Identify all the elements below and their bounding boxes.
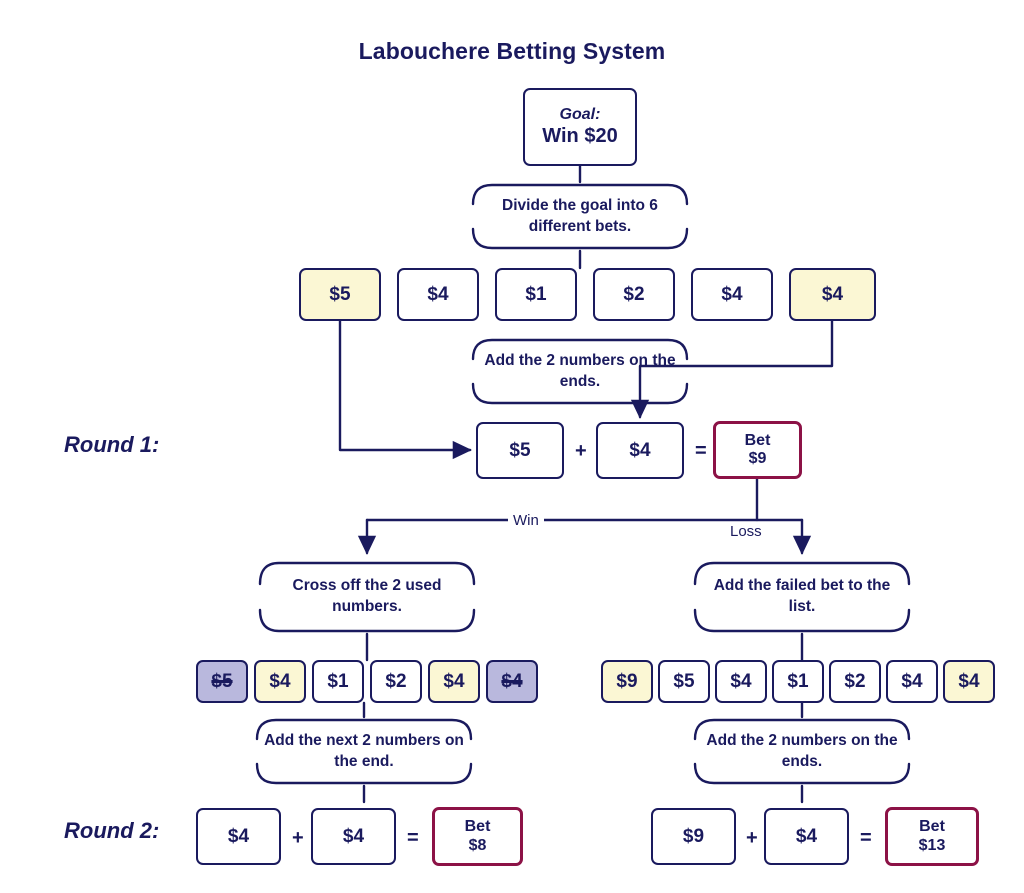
round1-bet-label: Bet [744,431,771,449]
step-add-ends-bracket-1: Add the 2 numbers on the ends. [463,337,697,406]
round1-bet-amount: $9 [748,450,767,467]
goal-box: Goal: Win $20 [523,88,637,166]
list-item-value: $5 [673,670,695,692]
list-item-value: $4 [501,670,523,692]
list-item: $2 [593,268,675,321]
list-item-value: $4 [821,283,844,305]
list-item-value: $1 [327,670,349,692]
step-cross-off-text: Cross off the 2 used numbers. [292,577,442,615]
list-item: $4 [254,660,306,703]
list-item-value: $1 [787,670,809,692]
round-2-label: Round 2: [64,818,160,843]
list-item-value: $5 [211,670,233,692]
list-item-value: $4 [721,283,743,305]
round2-win-operand-a-value: $4 [227,825,250,847]
round1-operand-b-value: $4 [629,439,651,461]
list-item-value: $4 [901,670,923,692]
page-title: Labouchere Betting System [358,38,666,64]
step-add-ends-text-1: Add the 2 numbers on the ends. [484,351,676,390]
list-item: $4 [691,268,773,321]
round2-win-bet-label: Bet [464,818,491,836]
list-item: $1 [772,660,824,703]
round2-win-operand-b-value: $4 [342,825,365,847]
round1-plus: + [575,440,587,462]
branch-label-win: Win [508,512,544,529]
round2-win-plus: + [292,827,304,849]
list-item-value: $4 [958,670,980,692]
round1-equals: = [695,440,707,462]
round2-loss-bet-amount: $13 [918,836,946,854]
round2-loss-operand-b: $4 [764,808,849,865]
list-item-value: $4 [443,670,465,692]
list-item: $4 [428,660,480,703]
list-item: $4 [397,268,479,321]
list-item: $4 [886,660,938,703]
step-add-ends-bracket-2: Add the 2 numbers on the ends. [685,717,919,786]
round2-win-equals: = [407,827,419,849]
list-item: $5 [299,268,381,321]
list-item: $4 [715,660,767,703]
list-item: $4 [943,660,995,703]
list-item: $4 [486,660,538,703]
round-1-label: Round 1: [64,432,160,457]
list-item-value: $4 [269,670,291,692]
round1-operand-a: $5 [476,422,564,479]
list-item-value: $4 [427,283,449,305]
branch-label-loss: Loss [725,523,767,540]
step-add-next-2-bracket: Add the next 2 numbers on the end. [247,717,481,786]
round2-loss-operand-b-value: $4 [795,825,818,847]
round2-win-bet-amount: $8 [468,836,487,854]
list-item-value: $2 [385,670,407,692]
step-add-failed-text: Add the failed bet to the list. [713,577,891,615]
step-add-ends-text-2: Add the 2 numbers on the ends. [706,731,898,770]
list-item-value: $2 [844,670,866,692]
list-item: $5 [658,660,710,703]
list-item-value: $5 [329,283,351,305]
list-item: $1 [312,660,364,703]
round2-loss-equals: = [860,827,872,849]
goal-label: Goal: [559,105,601,123]
list-item-value: $1 [525,283,547,305]
round2-loss-operand-a: $9 [651,808,736,865]
step-divide-text: Divide the goal into 6 different bets. [502,196,658,235]
step-divide-bracket: Divide the goal into 6 different bets. [463,182,697,251]
list-item-value: $4 [730,670,752,692]
round1-operand-b: $4 [596,422,684,479]
round1-operand-a-value: $5 [509,439,531,461]
list-item: $2 [370,660,422,703]
list-item: $1 [495,268,577,321]
round2-loss-bet-label: Bet [919,818,945,836]
list-item: $4 [789,268,876,321]
round2-loss-operand-a-value: $9 [682,825,705,847]
list-item: $2 [829,660,881,703]
round2-loss-bet-result: Bet $13 [885,807,979,866]
step-cross-off-bracket: Cross off the 2 used numbers. [250,560,484,634]
round2-win-operand-b: $4 [311,808,396,865]
step-add-failed-bracket: Add the failed bet to the list. [685,560,919,634]
round1-bet-result: Bet $9 [713,421,802,479]
list-item: $5 [196,660,248,703]
list-item-value: $9 [616,670,638,692]
round2-win-operand-a: $4 [196,808,281,865]
goal-value: Win $20 [542,125,618,148]
list-item: $9 [601,660,653,703]
round2-loss-plus: + [746,827,758,849]
round2-win-bet-result: Bet $8 [432,807,523,866]
list-item-value: $2 [623,283,645,305]
step-add-next-2-text: Add the next 2 numbers on the end. [264,731,464,770]
